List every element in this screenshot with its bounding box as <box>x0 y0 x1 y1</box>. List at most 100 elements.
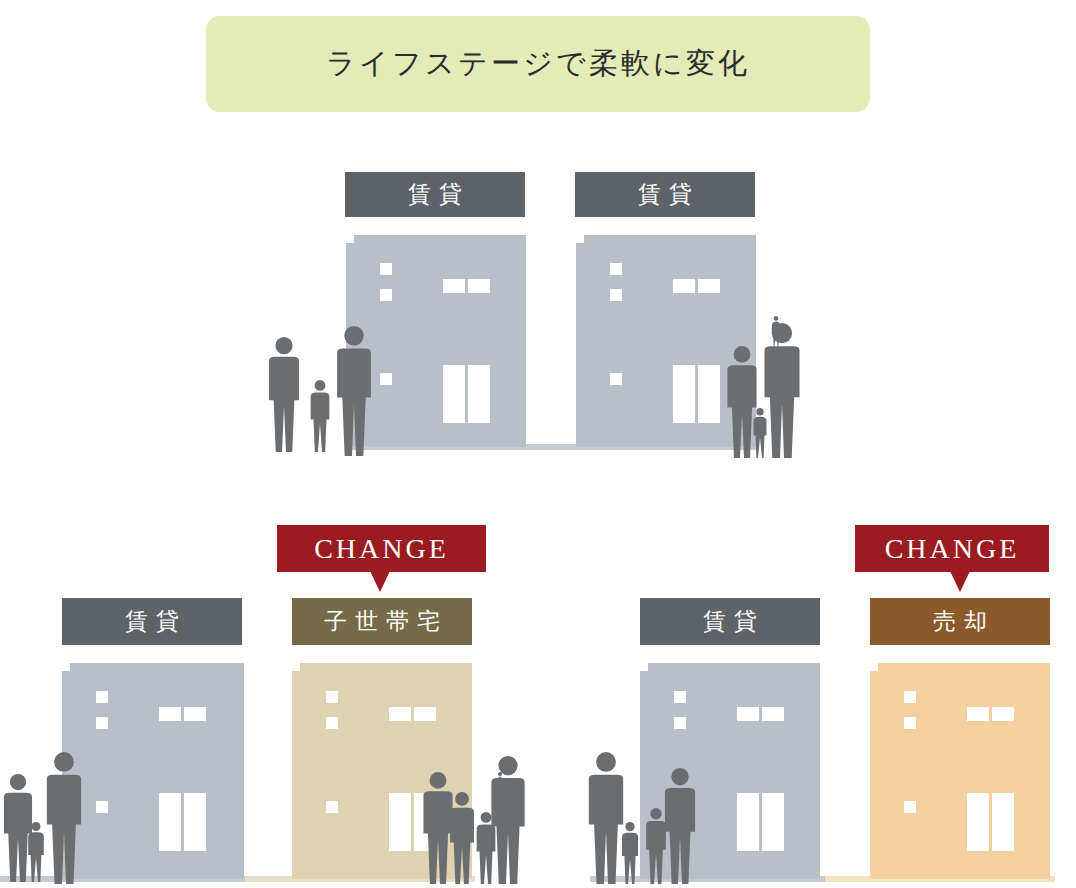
house <box>346 235 526 447</box>
change-callout: CHANGE <box>855 525 1049 572</box>
change-callout: CHANGE <box>277 525 486 572</box>
house-body <box>870 663 1050 879</box>
label-bar: 子世帯宅 <box>292 598 472 645</box>
door-window <box>468 365 490 423</box>
node-text: 賃貸 <box>400 179 470 210</box>
small-window <box>904 801 916 813</box>
window <box>673 279 695 293</box>
small-window <box>380 373 392 385</box>
node-text: 賃貸 <box>117 606 187 637</box>
callout-pointer <box>370 571 390 592</box>
drawing-part <box>4 793 32 882</box>
title-box: ライフステージで柔軟に変化 <box>206 16 870 112</box>
drawing-part <box>315 380 326 391</box>
person-silhouette <box>772 316 780 348</box>
person-silhouette <box>764 323 799 458</box>
house-body <box>62 663 244 879</box>
person-silhouette <box>622 822 638 884</box>
drawing-part <box>28 832 44 882</box>
drawing-part <box>764 346 799 458</box>
house <box>576 235 756 447</box>
person-silhouette <box>450 792 474 884</box>
window <box>443 279 465 293</box>
node-text: CHANGE <box>314 533 449 565</box>
node-text: 賃貸 <box>695 606 765 637</box>
door-window <box>443 365 465 423</box>
node-text: 賃貸 <box>630 179 700 210</box>
small-window <box>326 691 338 703</box>
drawing-part <box>481 812 492 823</box>
person-silhouette <box>47 752 81 884</box>
drawing-part <box>646 821 666 884</box>
door-window <box>762 793 784 851</box>
person-silhouette <box>28 822 44 882</box>
door-window <box>389 793 411 851</box>
person-silhouette <box>496 772 503 800</box>
small-window <box>610 263 622 275</box>
label-bar: 賃貸 <box>62 598 242 645</box>
drawing-part <box>47 775 81 884</box>
person-silhouette <box>337 326 371 456</box>
drawing-part <box>477 824 496 884</box>
house-body <box>346 235 526 447</box>
drawing-part <box>10 774 26 790</box>
window <box>389 707 411 721</box>
door-window <box>673 365 695 423</box>
drawing-part <box>450 808 474 884</box>
small-window <box>326 801 338 813</box>
window <box>159 707 181 721</box>
drawing-part <box>498 756 517 775</box>
person-silhouette <box>589 752 623 884</box>
small-window <box>904 691 916 703</box>
node-text: CHANGE <box>885 533 1020 565</box>
person-silhouette <box>727 346 756 458</box>
door-window <box>992 793 1014 851</box>
drawing-part <box>344 326 364 346</box>
window <box>992 707 1014 721</box>
label-bar: 賃貸 <box>575 172 755 217</box>
drawing-part <box>596 752 616 772</box>
label-bar: 賃貸 <box>345 172 525 217</box>
drawing-part <box>269 357 299 452</box>
window <box>184 707 206 721</box>
drawing-part <box>650 808 661 819</box>
small-window <box>96 717 108 729</box>
drawing-part <box>671 768 688 785</box>
house <box>870 663 1050 879</box>
drawing-part <box>275 337 292 354</box>
small-window <box>674 691 686 703</box>
drawing-part <box>491 778 524 884</box>
callout-pointer <box>950 571 970 592</box>
small-window <box>380 263 392 275</box>
drawing-part <box>754 417 767 458</box>
drawing-part <box>774 316 779 321</box>
drawing-part <box>498 772 502 776</box>
drawing-part <box>589 775 623 884</box>
window <box>737 707 759 721</box>
drawing-part <box>625 822 634 831</box>
person-silhouette <box>665 768 695 884</box>
small-window <box>610 289 622 301</box>
node-text: 売却 <box>925 606 995 637</box>
small-window <box>904 717 916 729</box>
person-silhouette <box>4 774 32 882</box>
window <box>414 707 436 721</box>
drawing-part <box>337 348 371 456</box>
person-silhouette <box>646 808 666 884</box>
drawing-part <box>734 346 751 363</box>
person-silhouette <box>491 756 524 884</box>
window <box>468 279 490 293</box>
door-window <box>159 793 181 851</box>
drawing-part <box>756 408 764 416</box>
drawing-part <box>423 791 452 884</box>
house-body <box>576 235 756 447</box>
person-silhouette <box>311 380 330 452</box>
drawing-part <box>772 322 780 348</box>
small-window <box>674 717 686 729</box>
small-window <box>380 289 392 301</box>
drawing-part <box>727 365 756 458</box>
door-window <box>967 793 989 851</box>
drawing-part <box>32 822 41 831</box>
person-silhouette <box>754 408 767 458</box>
